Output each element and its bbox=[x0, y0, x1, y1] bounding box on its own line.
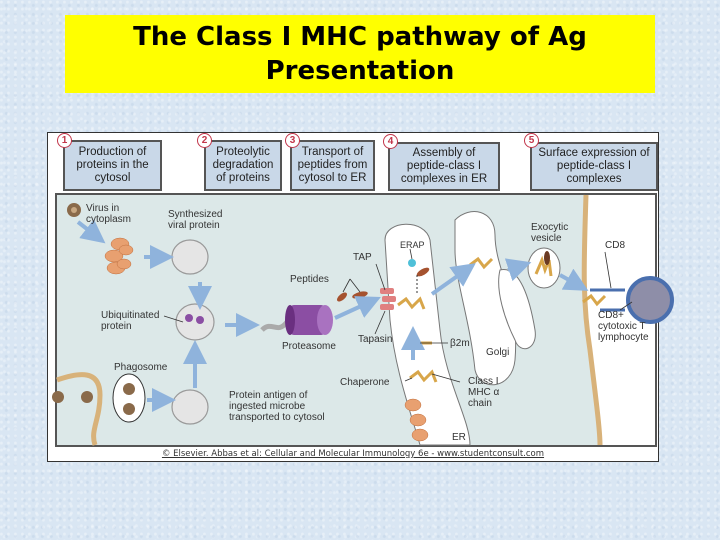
virus-icon bbox=[67, 203, 81, 217]
step-box-1: Production of proteins in the cytosol bbox=[63, 140, 162, 191]
label-tap: TAP bbox=[353, 252, 372, 263]
label-exocytic-vesicle: Exocytic vesicle bbox=[531, 222, 569, 244]
label-ctl: CD8+ cytotoxic T lymphocyte bbox=[598, 310, 649, 343]
step-label-2: Proteolytic degradation of proteins bbox=[212, 146, 274, 184]
step-label-4: Assembly of peptide-class I complexes in… bbox=[400, 147, 488, 185]
step-label-1: Production of proteins in the cytosol bbox=[76, 146, 149, 184]
proteasome-icon bbox=[285, 305, 333, 335]
step-box-4: Assembly of peptide-class I complexes in… bbox=[388, 142, 500, 191]
step-number-3: 3 bbox=[285, 133, 300, 148]
step-box-3: Transport of peptides from cytosol to ER bbox=[290, 140, 375, 191]
step-label-5: Surface expression of peptide-class I co… bbox=[538, 147, 650, 185]
label-erap: ERAP bbox=[400, 240, 425, 250]
label-ingested-antigen: Protein antigen of ingested microbe tran… bbox=[229, 390, 325, 423]
label-virus: Virus in cytoplasm bbox=[86, 203, 132, 225]
step-box-2: Proteolytic degradation of proteins bbox=[204, 140, 282, 191]
step-number-2: 2 bbox=[197, 133, 212, 148]
label-er: ER bbox=[452, 432, 466, 443]
step-number-1: 1 bbox=[57, 133, 72, 148]
label-chaperone: Chaperone bbox=[340, 377, 390, 388]
title-banner: The Class I MHC pathway of Ag Presentati… bbox=[65, 15, 655, 93]
step-number-4: 4 bbox=[383, 134, 398, 149]
label-proteasome: Proteasome bbox=[282, 341, 336, 352]
step-label-3: Transport of peptides from cytosol to ER bbox=[297, 146, 368, 184]
label-synthesized-protein: Synthesized viral protein bbox=[168, 209, 223, 231]
label-golgi: Golgi bbox=[486, 347, 510, 358]
t-cell-icon bbox=[626, 276, 674, 324]
label-peptides: Peptides bbox=[290, 274, 329, 285]
copyright-credit: © Elsevier. Abbas et al: Cellular and Mo… bbox=[161, 449, 545, 459]
label-class-i-mhc: Class I MHC α chain bbox=[468, 376, 500, 409]
cell-membrane bbox=[581, 194, 603, 446]
label-phagosome: Phagosome bbox=[114, 362, 168, 373]
step-box-5: Surface expression of peptide-class I co… bbox=[530, 142, 658, 191]
label-tapasin: Tapasin bbox=[358, 334, 393, 345]
label-cd8: CD8 bbox=[605, 240, 626, 251]
label-b2m: β2m bbox=[450, 338, 470, 349]
slide-title: The Class I MHC pathway of Ag Presentati… bbox=[133, 22, 587, 86]
label-ubiquitinated: Ubiquitinated protein bbox=[101, 310, 160, 332]
step-number-5: 5 bbox=[524, 133, 539, 148]
